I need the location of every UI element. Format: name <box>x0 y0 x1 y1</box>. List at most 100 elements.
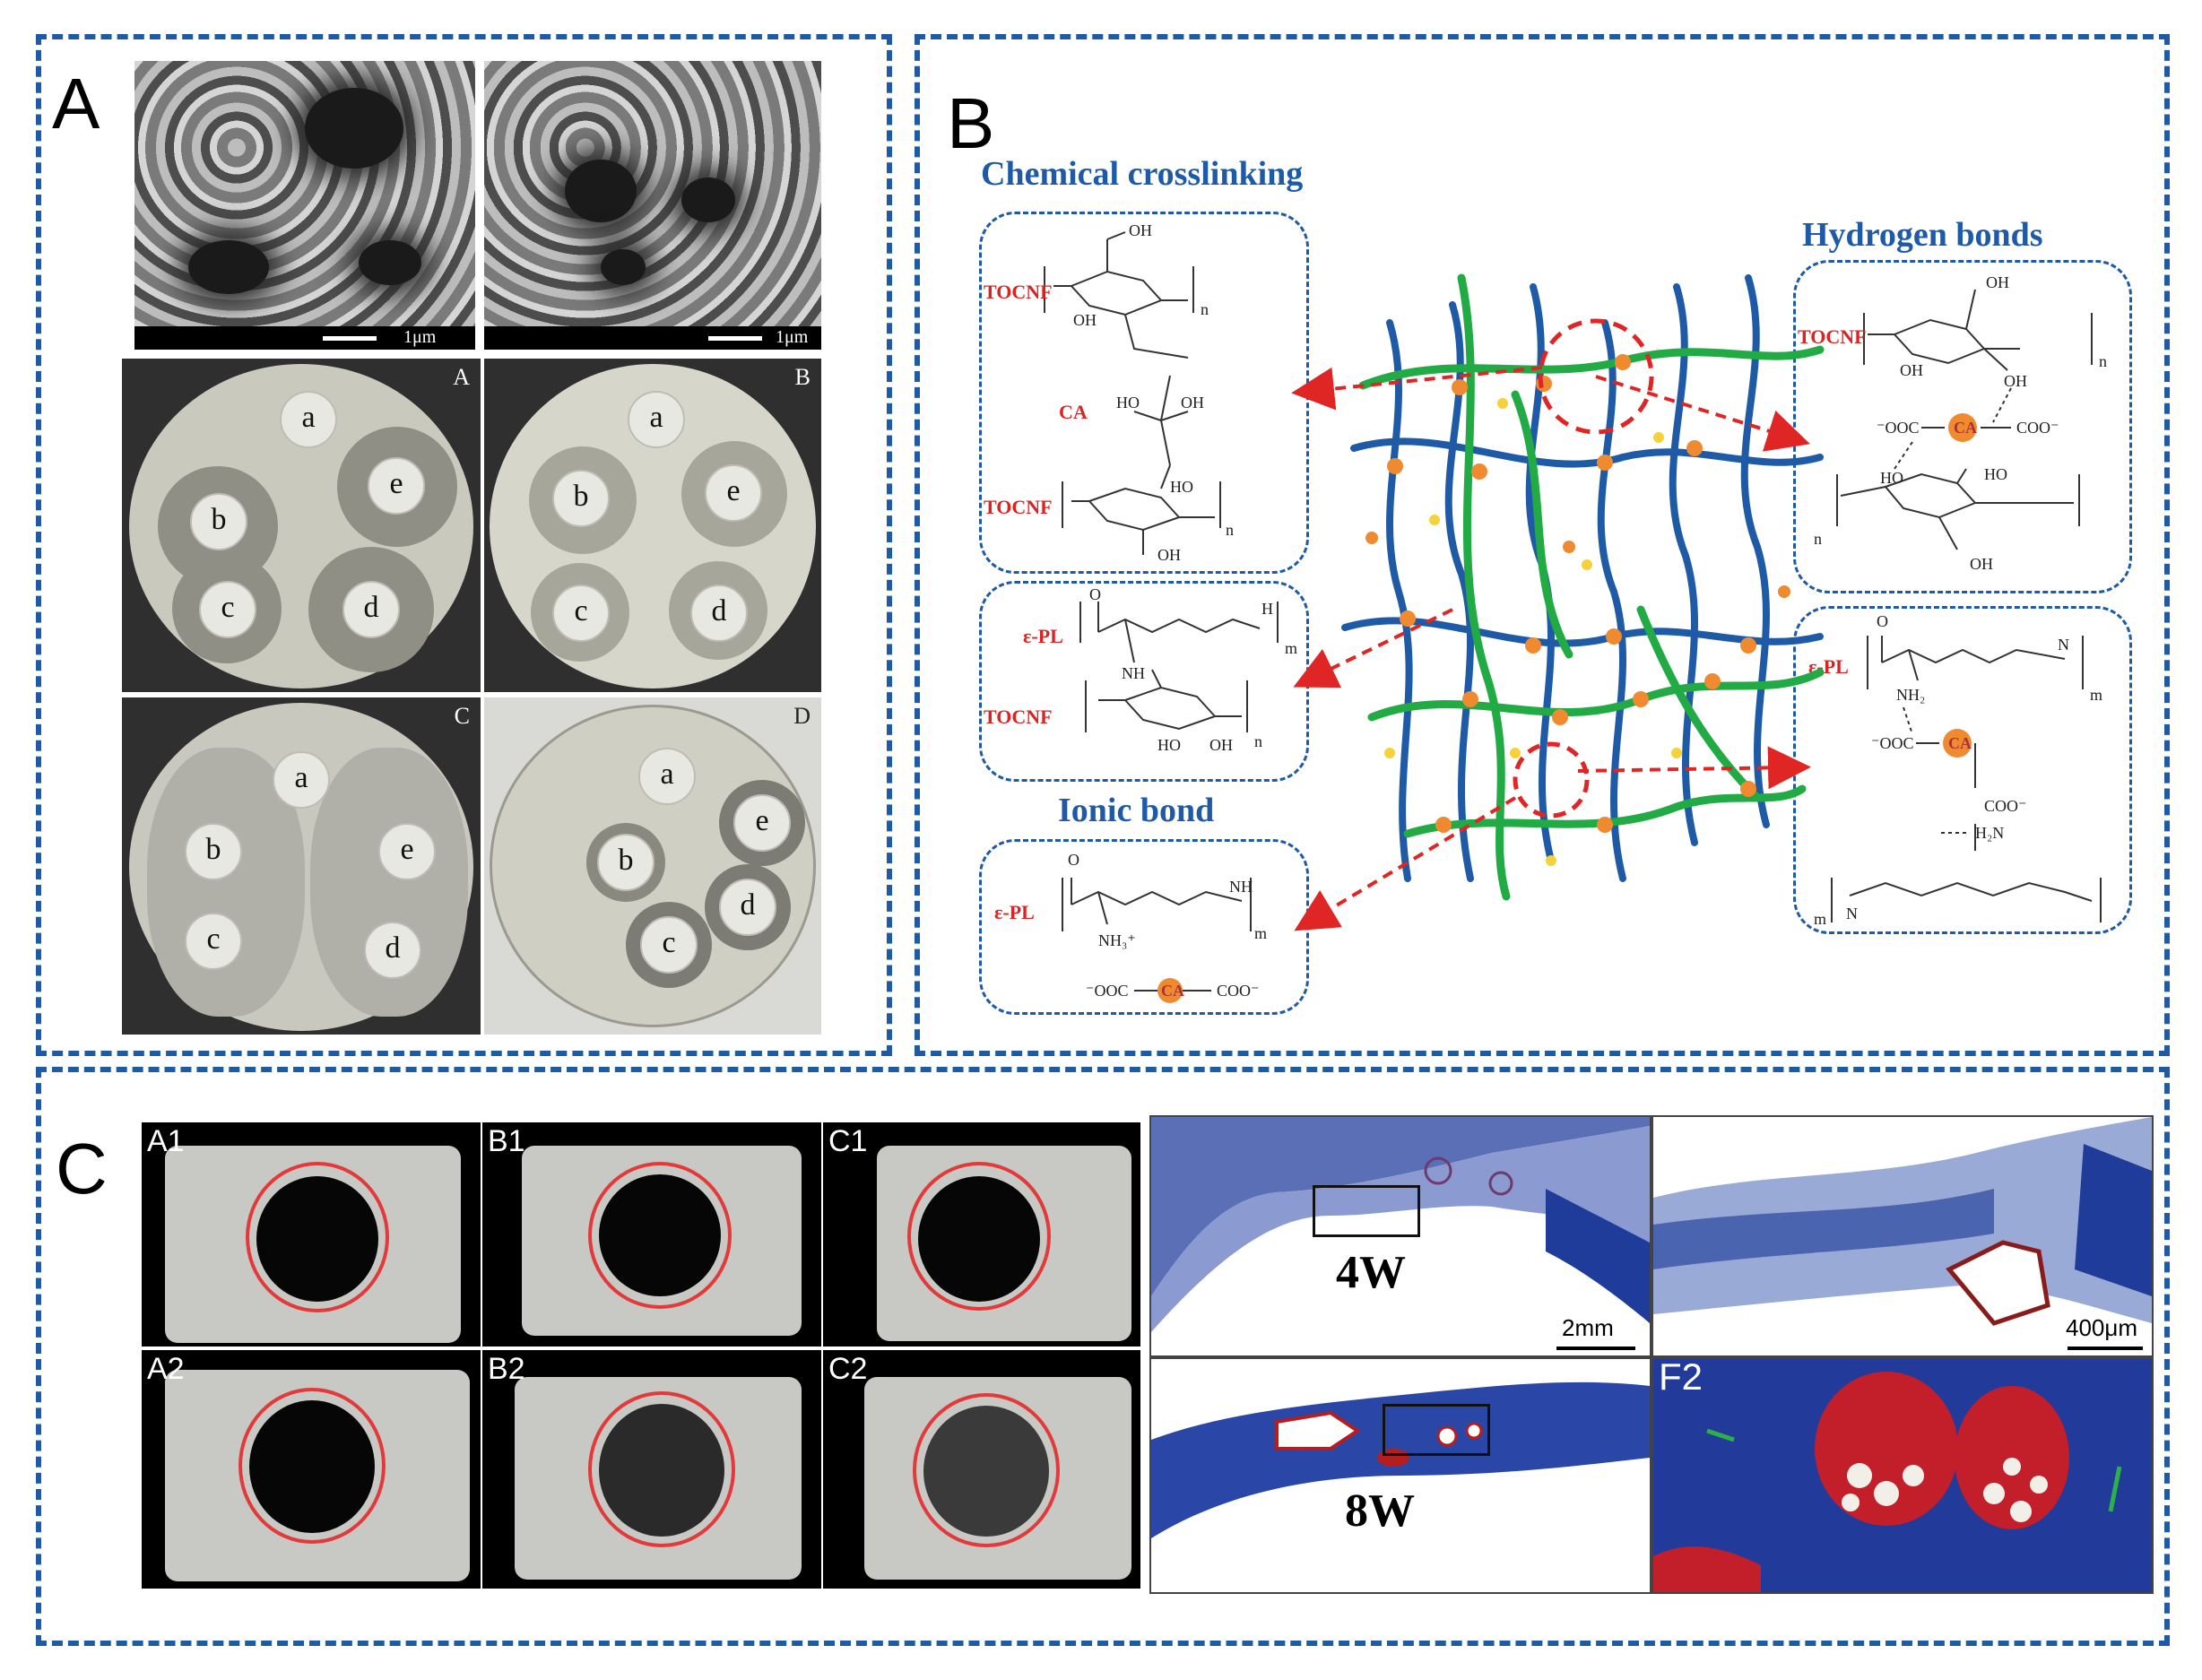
agar-plate-c: a b e c d C <box>122 697 481 1035</box>
oh-label: OH <box>1073 311 1097 329</box>
disc-c: c <box>199 581 256 638</box>
tocnf-label-bottom: TOCNF <box>984 496 1053 518</box>
ct-image-b2: B2 <box>482 1350 821 1589</box>
panel-b-letter: B <box>947 83 995 163</box>
ct-label: A2 <box>147 1352 185 1386</box>
ca-label: CA <box>1059 401 1088 423</box>
ct-image-c2: C2 <box>823 1350 1140 1589</box>
disc-c: c <box>185 913 242 970</box>
nh-label: NH <box>1122 664 1145 682</box>
disc-d: d <box>690 585 748 642</box>
ca-label: CA <box>1948 734 1972 752</box>
sem-image-2: 1μm <box>484 61 821 350</box>
h2n-label: H₂N <box>1975 824 2005 842</box>
ho-label: HO <box>1984 465 2007 483</box>
ct-image-b1: B1 <box>482 1122 821 1347</box>
panel-label-f2: F2 <box>1659 1357 1704 1398</box>
ct-label: B1 <box>488 1124 525 1158</box>
n-subscript: n <box>1201 300 1209 318</box>
ca-label: CA <box>1161 982 1184 1000</box>
panel-a-letter: A <box>52 64 100 143</box>
o-label: O <box>1089 585 1101 603</box>
coo-label: COO⁻ <box>2016 419 2059 437</box>
histology-4w: 4W 2mm <box>1149 1115 1652 1357</box>
disc-d: d <box>342 581 400 638</box>
tocnf-label: TOCNF <box>984 706 1053 728</box>
histology-8w: 8W <box>1149 1357 1652 1594</box>
hydrogen-epl-structure <box>1831 636 2102 922</box>
histology-4w-zoom: 400μm <box>1652 1115 2154 1357</box>
o-label: O <box>1877 612 1888 630</box>
ct-image-a1: A1 <box>142 1122 481 1347</box>
hydrogen-bonds-title: Hydrogen bonds <box>1802 216 2043 254</box>
ionic-bond-box: O ε-PL NH m NH₃⁺ ⁻OOC CA COO⁻ <box>979 839 1309 1015</box>
oh-label: OH <box>1181 394 1204 411</box>
disc-a: a <box>280 391 337 448</box>
disc-b: b <box>597 834 655 891</box>
timepoint-label-4w: 4W <box>1336 1247 1406 1298</box>
epl-label: ε-PL <box>994 901 1035 923</box>
disc-e: e <box>705 464 762 522</box>
tocnf-label: TOCNF <box>1798 325 1867 348</box>
epl-tocnf-box: O ε-PL NH H m TOCNF HO OH n <box>979 581 1309 782</box>
agar-plate-a: a b e c d A <box>122 359 481 692</box>
m-subscript: m <box>2090 686 2103 704</box>
ooc-label: ⁻OOC <box>1871 734 1914 752</box>
sem-scale-label-1: 1μm <box>403 327 437 347</box>
disc-a: a <box>628 391 685 448</box>
disc-d: d <box>719 879 776 936</box>
disc-a: a <box>638 748 696 805</box>
hydrogen-bond-structure <box>1836 289 2093 550</box>
ct-image-a2: A2 <box>142 1350 481 1589</box>
ho-label: HO <box>1157 736 1181 754</box>
scale-label-400um: 400μm <box>2066 1314 2138 1341</box>
tocnf-label-top: TOCNF <box>984 281 1053 303</box>
ct-label: C1 <box>828 1124 868 1158</box>
tocnf-ca-structure <box>1044 231 1221 555</box>
oh-label: OH <box>1900 361 1923 379</box>
oh-label: OH <box>1209 736 1233 754</box>
disc-c: c <box>640 916 698 974</box>
ooc-label: ⁻OOC <box>1877 419 1920 437</box>
scale-label-2mm: 2mm <box>1562 1314 1614 1341</box>
chemical-crosslinking-box: TOCNF OH OH HO OH CA TOCNF HO OH n n <box>979 212 1309 574</box>
ho-label: HO <box>1880 469 1903 487</box>
oh-label: OH <box>2004 372 2027 390</box>
histology-8w-zoom: F2 <box>1652 1357 2154 1594</box>
ct-label: B2 <box>488 1352 525 1386</box>
n-subscript: n <box>1254 732 1262 750</box>
nh-label: NH <box>1229 878 1253 896</box>
n-subscript: n <box>1814 530 1822 548</box>
plate-corner-label: C <box>454 703 470 729</box>
disc-a: a <box>273 751 330 809</box>
m-subscript: m <box>1285 639 1298 657</box>
epl-tocnf-structure <box>1079 602 1279 732</box>
panel-b-frame <box>915 34 2170 1056</box>
panel-a-frame <box>36 34 892 1056</box>
ct-label: A1 <box>147 1124 185 1158</box>
plate-corner-label: A <box>453 364 470 390</box>
coo-label: COO⁻ <box>1984 797 2027 815</box>
chemical-crosslinking-title: Chemical crosslinking <box>981 155 1304 193</box>
n-label: N <box>2058 636 2069 654</box>
sem-image-1: 1μm <box>134 61 475 350</box>
disc-d: d <box>364 922 421 979</box>
nh2-label: NH₂ <box>1896 686 1926 704</box>
m-subscript: m <box>1254 924 1268 942</box>
epl-label: ε-PL <box>1023 625 1063 647</box>
hydrogen-bonds-box: TOCNF OH OH OH n ⁻OOC CA COO⁻ HO HO OH n <box>1793 260 2132 593</box>
ho-label: HO <box>1170 478 1193 496</box>
oh-label: OH <box>1986 273 2009 291</box>
oh-label: OH <box>1129 221 1152 239</box>
hydrogen-epl-box: O ε-PL N m NH₂ ⁻OOC CA COO⁻ H₂N N m <box>1793 606 2132 934</box>
disc-b: b <box>185 823 242 880</box>
n-subscript: n <box>1226 521 1234 539</box>
plate-corner-label: B <box>794 364 811 390</box>
h-label: H <box>1261 600 1273 618</box>
ho-label: HO <box>1116 394 1140 411</box>
ct-label: C2 <box>828 1352 868 1386</box>
plate-corner-label: D <box>793 703 811 729</box>
disc-e: e <box>733 794 791 852</box>
agar-plate-b: a b e c d B <box>484 359 821 692</box>
hydrogel-network-diagram <box>1341 273 1825 901</box>
